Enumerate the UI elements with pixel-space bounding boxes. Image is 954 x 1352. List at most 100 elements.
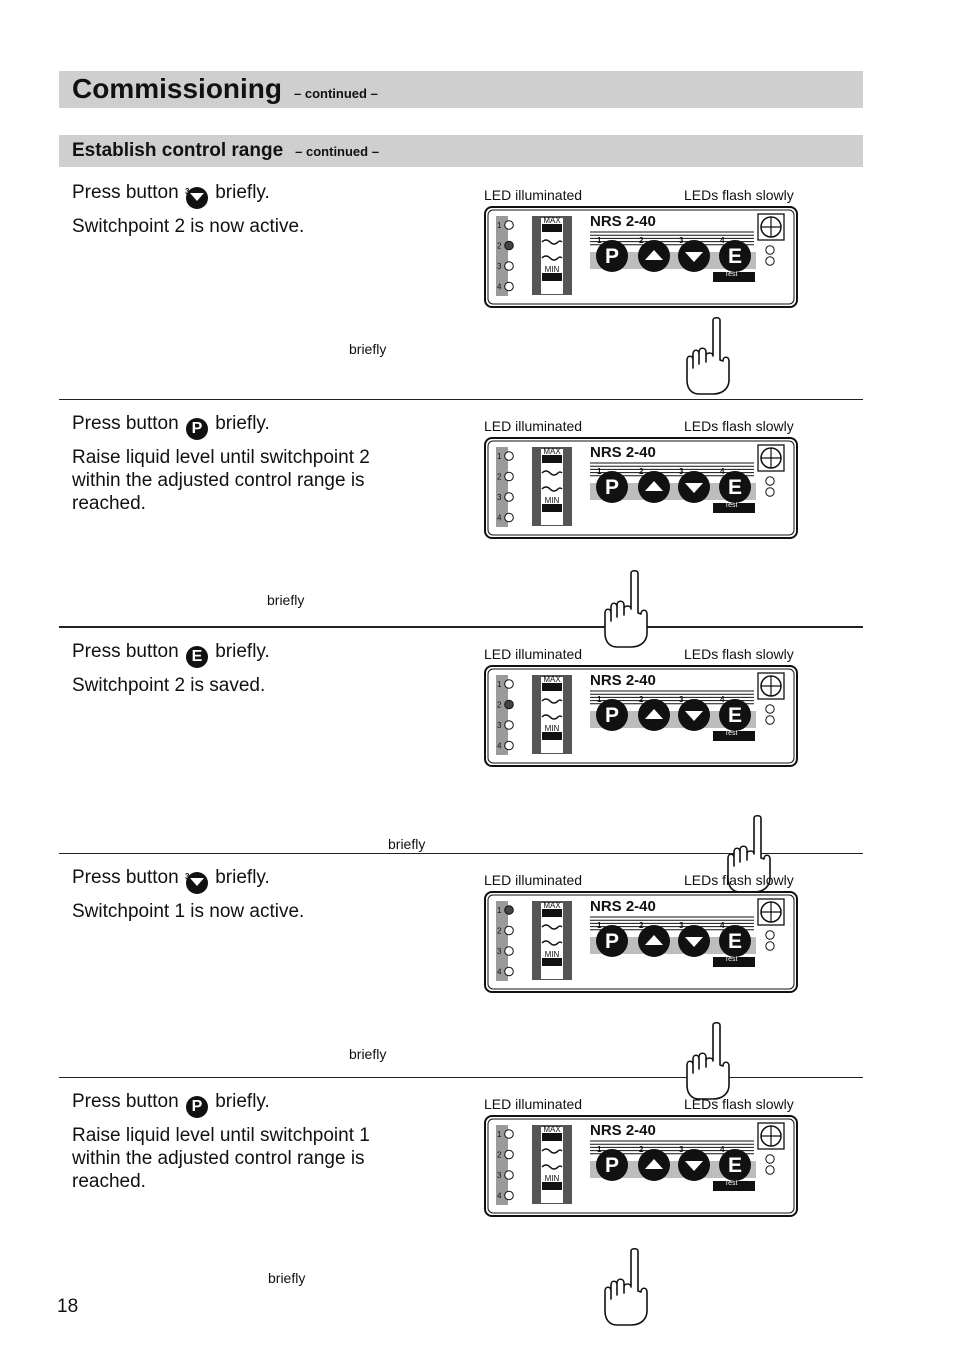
key-number: 4	[720, 695, 725, 704]
key-number: 1	[597, 695, 602, 704]
leds-flash-label: LEDs flash slowly	[684, 418, 794, 434]
button-number: 3	[184, 872, 190, 881]
step-divider	[59, 626, 863, 628]
led-number: 2	[497, 927, 502, 936]
key-number: 2	[639, 236, 644, 245]
p-key-label: P	[605, 476, 619, 499]
led-indicator	[504, 1170, 514, 1180]
e-button-icon: E	[185, 646, 208, 668]
e-key	[719, 699, 751, 731]
briefly-label: briefly	[267, 592, 305, 608]
page-title: Commissioning – continued –	[72, 73, 378, 105]
led-number: 3	[497, 262, 502, 271]
e-key-label: E	[728, 1154, 742, 1177]
press-line: Press button 3 briefly.	[72, 866, 407, 894]
led-indicator	[504, 261, 514, 271]
p-key-label: P	[605, 704, 619, 727]
led-number: 1	[497, 221, 502, 230]
key-number: 1	[597, 236, 602, 245]
leds-flash-label: LEDs flash slowly	[684, 187, 794, 203]
button-number: 3	[184, 187, 190, 196]
led-number: 3	[497, 947, 502, 956]
e-key	[719, 925, 751, 957]
led-number: 1	[497, 906, 502, 915]
led-indicator	[504, 220, 514, 230]
pointing-hand-icon	[686, 1021, 730, 1100]
pointing-hand-icon	[604, 569, 648, 648]
led-indicator	[504, 720, 514, 730]
step-description: Switchpoint 2 is now active.	[72, 216, 305, 237]
key-number: 1	[597, 1145, 602, 1154]
device-name: NRS 2-40	[590, 1122, 656, 1139]
led-indicator	[504, 740, 514, 751]
led-number: 4	[497, 514, 502, 523]
p-key-label: P	[605, 1154, 619, 1177]
p-key	[596, 240, 628, 272]
step-divider	[59, 1077, 863, 1078]
subsection-title-text: Establish control range	[72, 140, 284, 161]
led-indicator	[504, 966, 514, 977]
key-number: 3	[679, 467, 684, 476]
key-number: 4	[720, 1145, 725, 1154]
max-label: MAX	[543, 216, 561, 225]
instruction-text: Press button 3 briefly. Switchpoint 1 is…	[72, 866, 407, 929]
leds-flash-label: LEDs flash slowly	[684, 646, 794, 662]
led-illuminated-label: LED illuminated	[484, 418, 583, 434]
e-key-label: E	[728, 930, 742, 953]
led-number: 2	[497, 473, 502, 482]
test-label: Test	[724, 271, 738, 278]
test-label: Test	[724, 956, 738, 963]
press-prefix: Press button	[72, 413, 179, 434]
subsection-header-bar: Establish control range – continued –	[59, 135, 863, 167]
press-suffix: briefly.	[215, 182, 270, 203]
pointing-hand-icon	[604, 1247, 648, 1326]
p-key	[596, 1149, 628, 1181]
briefly-label: briefly	[349, 1046, 387, 1062]
key-number: 4	[720, 921, 725, 930]
press-suffix: briefly.	[215, 413, 270, 434]
page-title-suffix: – continued –	[294, 86, 378, 101]
device-name: NRS 2-40	[590, 213, 656, 230]
min-label: MIN	[545, 265, 560, 274]
key-number: 2	[639, 921, 644, 930]
section-header-bar: Commissioning – continued –	[59, 71, 863, 108]
e-key	[719, 1149, 751, 1181]
e-key	[719, 240, 751, 272]
subsection-title-suffix: – continued –	[295, 144, 379, 159]
instruction-step: Press button 3 briefly. Switchpoint 1 is…	[59, 866, 863, 1100]
led-indicator	[504, 1149, 514, 1160]
led-number: 4	[497, 283, 502, 292]
device-name: NRS 2-40	[590, 672, 656, 689]
step-description: Raise liquid level until switchpoint 1 w…	[72, 1125, 370, 1192]
press-line: Press button E briefly.	[72, 640, 407, 668]
led-indicator	[504, 240, 514, 251]
briefly-label: briefly	[349, 341, 387, 357]
led-number: 3	[497, 1171, 502, 1180]
led-indicator	[504, 1190, 514, 1201]
led-number: 4	[497, 968, 502, 977]
led-indicator	[504, 679, 514, 689]
led-indicator	[504, 471, 514, 482]
step-divider	[59, 399, 863, 400]
min-label: MIN	[545, 1174, 560, 1183]
max-label: MAX	[543, 1125, 561, 1134]
instruction-step: Press button E briefly. Switchpoint 2 is…	[59, 640, 863, 893]
pointing-hand-icon	[686, 316, 730, 395]
page-title-text: Commissioning	[72, 73, 283, 104]
device-name: NRS 2-40	[590, 444, 656, 461]
test-label: Test	[724, 730, 738, 737]
led-number: 2	[497, 1151, 502, 1160]
key-number: 1	[597, 467, 602, 476]
p-button-icon: P	[185, 418, 208, 440]
led-indicator	[504, 1129, 514, 1139]
led-number: 3	[497, 493, 502, 502]
press-prefix: Press button	[72, 641, 179, 662]
instruction-text: Press button P briefly. Raise liquid lev…	[72, 1090, 407, 1199]
p-key-label: P	[605, 245, 619, 268]
